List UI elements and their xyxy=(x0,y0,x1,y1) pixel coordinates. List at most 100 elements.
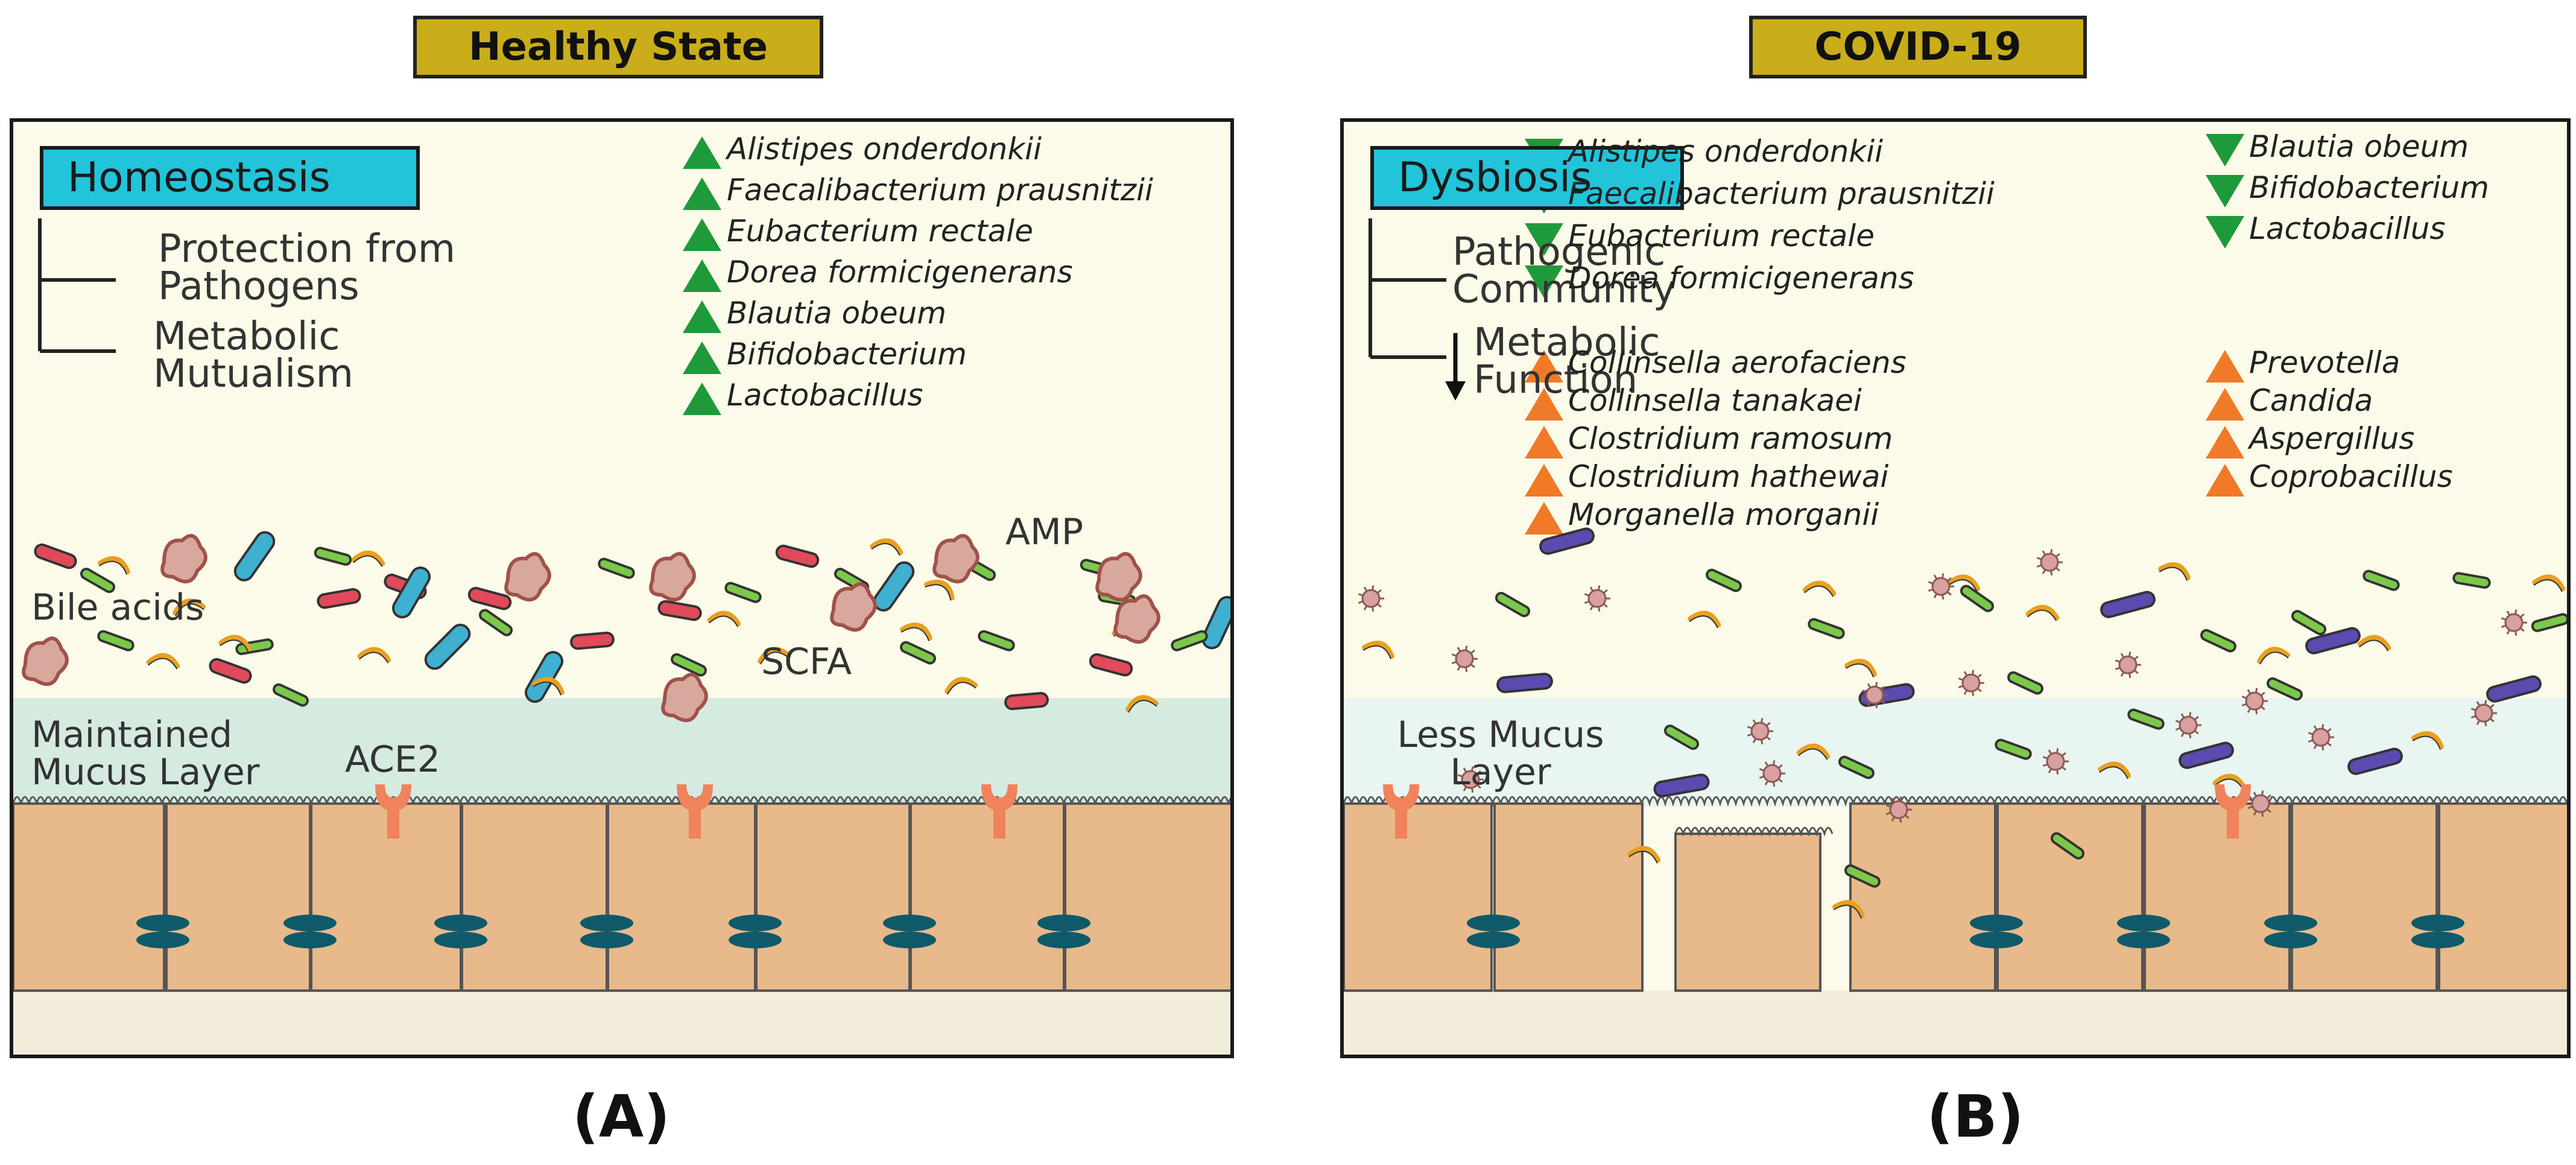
mucus-layer xyxy=(13,698,1230,807)
bacterium xyxy=(2486,675,2542,703)
fungus xyxy=(1095,552,1142,602)
epithelial-cell xyxy=(1344,802,1493,992)
increase-triangle xyxy=(1525,502,1563,535)
ace2-receptor xyxy=(993,802,1005,839)
bacterium xyxy=(2531,613,2567,632)
epithelial-cell xyxy=(607,802,756,992)
bacterium xyxy=(467,586,512,611)
panel-a: Homeostasis Protection from Pathogens Me… xyxy=(10,118,1234,1058)
increase-triangle xyxy=(683,177,721,210)
decrease-triangle xyxy=(1525,223,1563,256)
epithelial-cell xyxy=(1493,802,1644,992)
bacterium xyxy=(1808,618,1845,640)
virus xyxy=(1361,589,1381,608)
increase-triangle xyxy=(1525,350,1563,383)
mucus-layer xyxy=(1344,698,2567,807)
virus xyxy=(1455,649,1474,668)
bacterium xyxy=(1089,653,1133,677)
curved-bacterium xyxy=(1796,743,1831,760)
curved-bacterium xyxy=(758,647,791,664)
fungus xyxy=(22,636,69,686)
increase-triangle xyxy=(683,341,721,374)
bacterium xyxy=(2362,570,2400,591)
ace2-receptor xyxy=(387,802,399,839)
epithelial-cells xyxy=(1344,796,2567,992)
virus xyxy=(2040,553,2059,572)
curved-bacterium xyxy=(1688,611,1721,627)
tight-junction xyxy=(1037,915,1090,932)
bacterium xyxy=(724,582,762,603)
fungus xyxy=(504,552,551,602)
taxon-label: Clostridium ramosum xyxy=(1568,421,1893,456)
bacterium xyxy=(657,600,702,621)
curved-bacterium xyxy=(2411,731,2444,749)
bacterium xyxy=(873,561,915,612)
tight-junction xyxy=(434,932,487,948)
curved-bacterium xyxy=(1832,900,1865,918)
curved-bacterium xyxy=(98,556,130,574)
tight-junction xyxy=(729,915,782,932)
tight-junction xyxy=(1467,915,1520,932)
epithelial-cell xyxy=(2144,802,2291,992)
bacterium xyxy=(273,683,309,707)
decrease-triangle xyxy=(1525,265,1563,298)
label-mucus: Maintained Mucus Layer xyxy=(31,714,260,793)
curved-bacterium xyxy=(707,611,741,627)
virus xyxy=(2046,752,2065,771)
bacterium xyxy=(570,631,615,650)
curved-bacterium xyxy=(351,550,385,567)
taxon-label: Faecalibacterium prausnitzii xyxy=(727,173,1153,208)
panel-a-illustration xyxy=(13,136,1230,1055)
bacterium xyxy=(317,588,361,609)
tight-junction xyxy=(2411,915,2464,932)
epithelial-cell xyxy=(13,802,165,992)
virus xyxy=(1762,764,1782,783)
curved-bacterium xyxy=(2532,574,2566,591)
bacterium xyxy=(2050,832,2085,860)
taxon-label: Eubacterium rectale xyxy=(1568,218,1875,253)
dysbiosis-box: Dysbiosis xyxy=(1370,146,1684,210)
bacterium xyxy=(525,651,563,703)
bacterium xyxy=(97,630,134,652)
bacterium xyxy=(978,630,1015,652)
increase-triangle xyxy=(2206,426,2244,459)
ace2-receptors xyxy=(375,784,1017,839)
curved-bacterium xyxy=(2025,605,2060,621)
taxon-label: Collinsella tanakaei xyxy=(1568,383,1862,418)
epithelial-cell xyxy=(910,802,1065,992)
panel-a-title: Healthy State xyxy=(413,16,823,78)
label-mucus: Less Mucus Layer xyxy=(1397,714,1604,793)
virus xyxy=(1961,673,1981,693)
taxon-label: Dorea formicigenerans xyxy=(1568,261,1914,296)
bacterium xyxy=(2452,572,2491,589)
taxon-label: Blautia obeum xyxy=(2249,129,2469,164)
tight-junction xyxy=(1970,932,2023,948)
bacterium xyxy=(1496,673,1553,693)
tight-junction xyxy=(580,915,633,932)
curved-bacterium xyxy=(146,653,180,669)
curved-bacterium xyxy=(2212,773,2247,790)
epithelial-cell xyxy=(755,802,911,992)
curved-bacterium xyxy=(1947,574,1981,591)
decrease-triangle xyxy=(2206,175,2244,208)
change-arrows xyxy=(1525,134,2244,535)
curved-bacterium xyxy=(870,538,903,555)
increase-triangle xyxy=(683,259,721,292)
epithelial-cell xyxy=(165,802,311,992)
microbes xyxy=(1358,527,2567,919)
taxon-label: Morganella morganii xyxy=(1568,497,1879,532)
taxon-label: Candida xyxy=(2249,383,2373,418)
bacterium xyxy=(478,609,513,636)
bacterium xyxy=(1844,864,1881,888)
taxon-label: Aspergillus xyxy=(2249,421,2415,456)
epithelial-cell xyxy=(1674,833,1821,992)
curved-bacterium xyxy=(1627,846,1661,863)
taxon-label: Dorea formicigenerans xyxy=(727,255,1073,290)
tight-junction xyxy=(1970,915,2023,932)
tight-junction xyxy=(2117,915,2170,932)
virus xyxy=(2118,655,2138,675)
bacterium xyxy=(2200,629,2236,653)
curved-bacterium xyxy=(2257,647,2291,664)
tight-junction xyxy=(580,932,633,948)
ace2-receptor xyxy=(2227,802,2239,839)
